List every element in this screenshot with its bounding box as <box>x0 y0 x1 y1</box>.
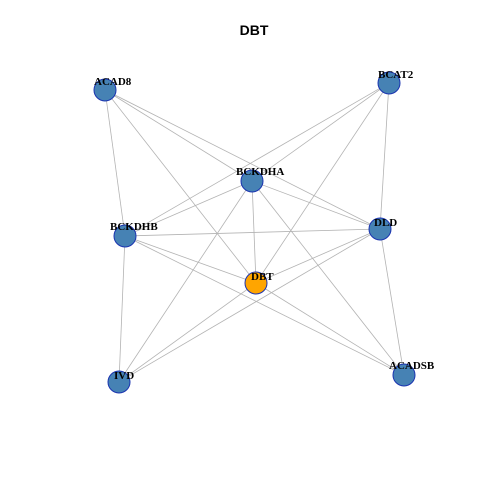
node-ivd <box>107 370 131 394</box>
node-bckdha <box>240 169 264 193</box>
edges-layer <box>104 82 405 383</box>
node-label-bckdha: BCKDHA <box>236 166 284 178</box>
node-label-bcat2: BCAT2 <box>378 69 414 81</box>
edge-bckdhb-ivd <box>118 235 126 383</box>
edge-dld-dbt <box>255 228 381 284</box>
edge-bcat2-bckdha <box>251 82 390 182</box>
node-dld <box>368 217 392 241</box>
node-dbt <box>244 271 268 295</box>
edge-bckdha-bckdhb <box>124 180 253 237</box>
edge-bckdha-acadsb <box>251 180 405 376</box>
edge-dld-ivd <box>118 228 381 383</box>
edge-bckdha-dbt <box>251 180 257 284</box>
edge-bckdha-ivd <box>118 180 253 383</box>
edge-bckdhb-dbt <box>124 235 257 284</box>
edge-acad8-bckdhb <box>104 89 126 237</box>
edge-bcat2-dld <box>379 82 390 230</box>
node-acad8 <box>93 78 117 102</box>
node-label-dld: DLD <box>374 217 397 229</box>
node-label-dbt: DBT <box>251 271 274 283</box>
node-bckdhb <box>113 224 137 248</box>
edge-dbt-acadsb <box>255 282 405 376</box>
node-label-acad8: ACAD8 <box>94 76 132 88</box>
node-label-acadsb: ACADSB <box>389 360 435 372</box>
edge-bcat2-bckdhb <box>124 82 390 237</box>
node-label-ivd: IVD <box>114 370 134 382</box>
edge-dld-acadsb <box>379 228 405 376</box>
edge-acad8-dld <box>104 89 381 230</box>
graph-title: DBT <box>240 22 269 38</box>
edge-bckdhb-acadsb <box>124 235 405 376</box>
edge-dbt-ivd <box>118 282 257 383</box>
edge-acad8-dbt <box>104 89 257 284</box>
nodes-layer <box>93 71 416 394</box>
edge-acad8-bckdha <box>104 89 253 182</box>
node-bcat2 <box>377 71 401 95</box>
edge-bckdhb-dld <box>124 228 381 237</box>
node-acadsb <box>392 363 416 387</box>
node-label-bckdhb: BCKDHB <box>110 221 158 233</box>
edge-bcat2-dbt <box>255 82 390 284</box>
edge-bckdha-dld <box>251 180 381 230</box>
